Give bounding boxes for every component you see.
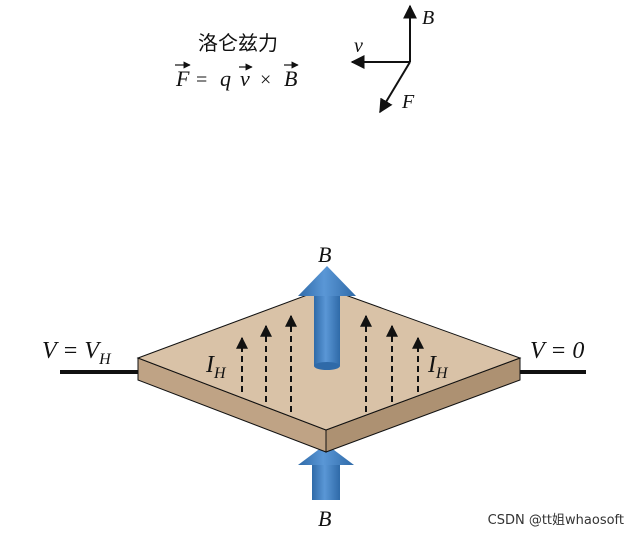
field-label-top: B [318,242,331,267]
axis-v-label: v [354,35,363,57]
axis-b-label: B [422,7,434,29]
field-arrow-top [298,266,356,370]
formula-charge: q [220,66,231,91]
formula-title: 洛仑兹力 [198,31,278,55]
right-voltage-label: V = 0 [530,338,584,364]
field-label-bottom: B [318,506,331,531]
watermark: CSDN @tt姐whaosoft [487,513,624,528]
field-arrow-bottom [298,444,354,500]
formula-velocity: v [240,66,250,91]
current-label-left: IH [205,352,227,382]
axis-f-label: F [401,91,415,113]
axis-f-arrow [379,61,411,114]
current-label-right: IH [427,352,449,382]
formula-field: B [284,66,297,91]
formula-lhs: F [175,66,190,91]
formula-times: × [260,69,271,91]
current-arrows [236,314,424,412]
left-voltage-label: V = VH [42,338,112,368]
lorentz-formula: 洛仑兹力 F = q v × B [175,31,299,91]
force-axes: B v F [350,4,434,114]
formula-equals: = [196,69,207,91]
